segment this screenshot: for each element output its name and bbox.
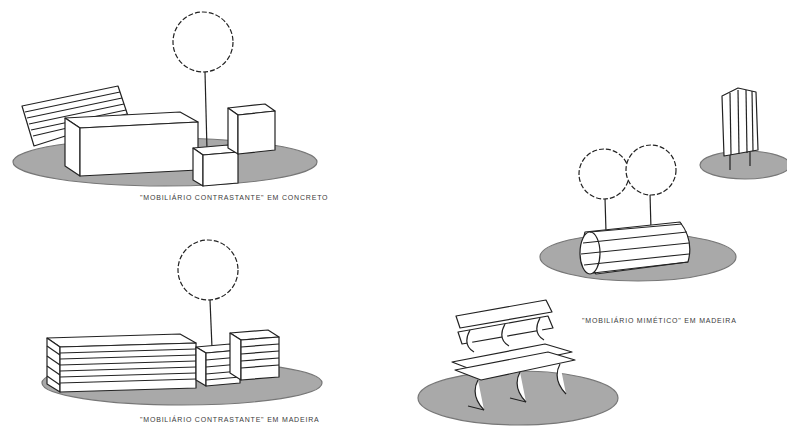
wooden-cube	[196, 330, 279, 386]
tree	[579, 145, 676, 232]
tree	[173, 12, 233, 150]
tree	[178, 240, 238, 348]
figure-caption: "MOBILIÁRIO MIMÉTICO" EM MADEIRA	[582, 317, 737, 324]
wooden-panel	[722, 88, 758, 170]
wooden-block	[47, 334, 196, 392]
figure-caption: "MOBILIÁRIO CONTRASTANTE" EM MADEIRA	[140, 416, 320, 423]
figure-caption: "MOBILIÁRIO CONTRASTANTE" EM CONCRETO	[140, 194, 328, 201]
wooden-planter	[580, 222, 690, 274]
ground-shadow	[700, 151, 787, 179]
wooden-bench	[452, 300, 575, 410]
concrete-block	[65, 112, 198, 176]
concrete-cube	[193, 104, 275, 186]
